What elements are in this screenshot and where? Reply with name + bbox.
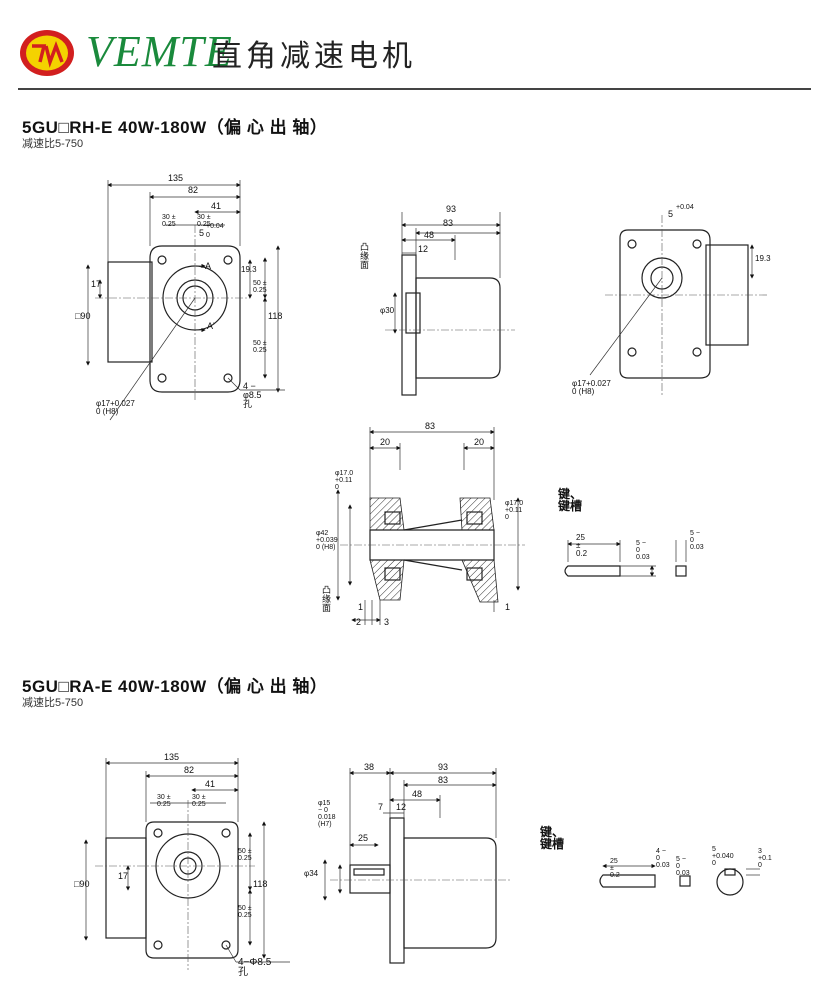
dim-135-ra: 135 — [164, 752, 180, 762]
dim-sq90-ra: □90 — [74, 879, 90, 889]
bore-label-back: φ17+0.027 0 (H8) — [572, 379, 611, 396]
mark-a2: A' — [207, 321, 215, 331]
dim-12-ra: 12 — [396, 802, 407, 812]
view-front-rh — [85, 180, 285, 421]
dim-82: 82 — [188, 185, 199, 195]
dim-phi17-b: φ17.0 +0.11 0 — [505, 500, 524, 521]
dim-38: 38 — [364, 762, 375, 772]
dim-19-3-back: 19.3 — [755, 254, 771, 263]
dim-41: 41 — [211, 201, 222, 211]
dim-25-02-ra: 25 ± 0.2 — [610, 858, 620, 879]
dim-83: 83 — [443, 218, 454, 228]
bore-label: φ17+0.027 0 (H8) — [96, 399, 135, 416]
dim-50-a-ra: 50 ± 0.25 — [238, 848, 252, 862]
dim-20-b: 20 — [474, 437, 485, 447]
dim-5-tol: +0.04 — [206, 223, 224, 230]
view-back-rh — [589, 215, 768, 395]
dim-93-ra: 93 — [438, 762, 449, 772]
header-divider — [18, 88, 811, 90]
dim-phi17-a: φ17.0 +0.11 0 — [335, 470, 354, 491]
dim-5-003-b: 5 − 0 0.03 — [690, 530, 704, 551]
dim-7: 7 — [378, 802, 384, 812]
dim-50-a: 50 ± 0.25 — [253, 280, 267, 294]
flange-label: 凸缘面 — [360, 242, 370, 270]
dim-3-01: 3 +0.1 0 — [758, 848, 772, 869]
brand-logo — [18, 28, 76, 78]
key-title-2: 键、键槽 — [540, 825, 565, 851]
dim-50-b-ra: 50 ± 0.25 — [238, 905, 252, 919]
dim-83-section: 83 — [425, 421, 436, 431]
dim-83-ra: 83 — [438, 775, 449, 785]
dim-25: 25 — [358, 833, 369, 843]
dim-135: 135 — [168, 173, 184, 183]
dim-118: 118 — [268, 311, 283, 321]
dim-30-a: 30 ± 0.25 — [162, 214, 176, 228]
view-section-rh — [335, 427, 525, 625]
dim-1-b: 1 — [505, 602, 511, 612]
dim-17: 17 — [91, 279, 102, 289]
dim-5-003-ra: 5 − 0 0.03 — [676, 856, 690, 877]
dim-48-ra: 48 — [412, 789, 423, 799]
dim-5-003: 5 − 0 0.03 — [636, 540, 650, 561]
page-title-cn: 直角减速电机 — [212, 39, 416, 74]
dim-118-ra: 118 — [253, 879, 268, 889]
dim-30-a-ra: 30 ± 0.25 — [157, 794, 171, 808]
dim-2: 2 — [356, 617, 362, 627]
dim-17-ra: 17 — [118, 871, 129, 881]
dim-phi30: φ30 — [380, 306, 395, 315]
dim-25-02: 25 ± 0.2 — [576, 533, 588, 558]
dim-41-ra: 41 — [205, 779, 216, 789]
section2-title: 5GU□RA-E 40W-180W（偏 心 出 轴） — [22, 677, 328, 696]
dim-3: 3 — [384, 617, 390, 627]
dim-12: 12 — [418, 244, 429, 254]
dim-19-3: 19.3 — [241, 265, 257, 274]
brand-name: VEMTE — [86, 27, 233, 76]
section1-ratio: 减速比5-750 — [22, 138, 84, 150]
view-side-rh — [385, 212, 515, 396]
view-front-ra — [83, 758, 290, 970]
dim-phi42: φ42 +0.039 0 (H8) — [316, 530, 338, 551]
dim-5-tol0: 0 — [206, 232, 210, 239]
dim-93: 93 — [446, 204, 457, 214]
key-diagram-2 — [599, 863, 760, 896]
dim-phi34: φ34 — [304, 869, 319, 878]
key-diagram-1 — [564, 540, 687, 577]
dim-48: 48 — [424, 230, 435, 240]
flange-label-2: 凸缘面 — [322, 585, 332, 613]
key-title-1: 键、键槽 — [558, 487, 583, 513]
vemte-logo-icon — [20, 30, 74, 76]
dim-phi15: φ15 − 0 0.018 (H7) — [318, 800, 336, 828]
dim-5-040: 5 +0.040 0 — [712, 846, 734, 867]
dim-20-a: 20 — [380, 437, 391, 447]
dim-5: 5 — [199, 228, 205, 238]
view-side-ra — [322, 768, 510, 964]
section2-ratio: 减速比5-750 — [22, 697, 84, 709]
dim-sq90: □90 — [75, 311, 91, 321]
holes-label: 4 − φ8.5孔 — [243, 381, 262, 409]
dim-4-003: 4 − 0 0.03 — [656, 848, 670, 869]
dim-50-b: 50 ± 0.25 — [253, 340, 267, 354]
dim-82-ra: 82 — [184, 765, 195, 775]
holes-label-ra: 4−Φ8.5孔 — [238, 957, 272, 978]
dim-1-a: 1 — [358, 602, 364, 612]
dim-30-b-ra: 30 ± 0.25 — [192, 794, 206, 808]
dim-5-back: 5 — [668, 209, 674, 219]
section1-title: 5GU□RH-E 40W-180W（偏 心 出 轴） — [22, 118, 328, 137]
mark-a: A — [205, 261, 212, 271]
dim-30-b: 30 ± 0.25 — [197, 214, 211, 228]
dim-5-back-tol: +0.04 — [676, 204, 694, 211]
